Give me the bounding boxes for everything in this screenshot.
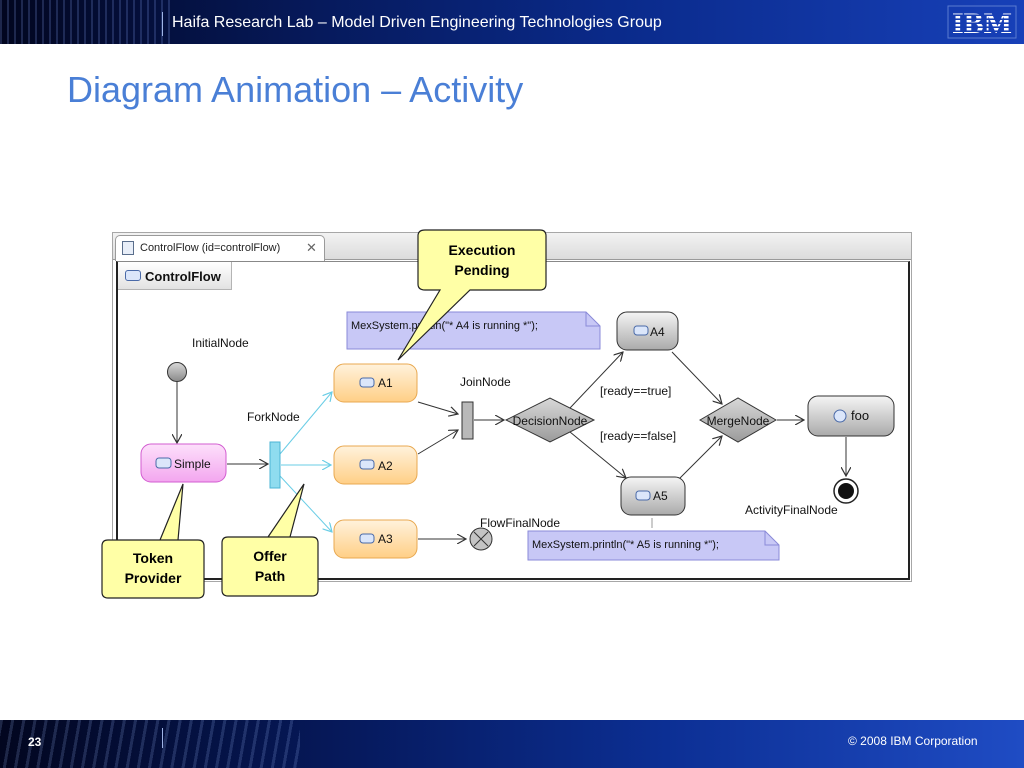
action-a1-label: A1	[378, 376, 393, 390]
note-a4[interactable]: MexSystem.println("* A4 is running *");	[346, 311, 601, 350]
editor-tab[interactable]: ControlFlow (id=controlFlow) ✕	[115, 235, 325, 261]
guard-true: [ready==true]	[600, 384, 671, 398]
ibm-logo: IBM	[947, 5, 1017, 40]
action-icon	[155, 457, 172, 469]
merge-node-label: MergeNode	[707, 414, 770, 428]
token-provider-line: Token Provider	[124, 550, 182, 586]
edge-a4-merge	[671, 351, 722, 404]
flow-final-node[interactable]	[469, 527, 493, 551]
action-simple-label: Simple	[174, 457, 211, 471]
callout-offer-path-text: Offer Path	[222, 546, 318, 586]
action-foo[interactable]: foo	[807, 395, 895, 437]
guard-false: [ready==false]	[600, 429, 676, 443]
action-a5[interactable]: A5	[620, 476, 686, 516]
ibm-logo-text: IBM	[952, 7, 1012, 40]
fork-node[interactable]	[269, 441, 281, 489]
action-a5-label: A5	[653, 489, 668, 503]
action-foo-label: foo	[851, 408, 869, 423]
callout-execution-pending-text: Execution Pending	[418, 240, 546, 280]
decision-node[interactable]: DecisionNode	[504, 397, 596, 443]
join-node[interactable]	[461, 401, 474, 440]
action-icon	[359, 459, 375, 470]
fork-node-label: ForkNode	[247, 410, 300, 424]
note-a4-text: MexSystem.println("* A4 is running *");	[351, 320, 538, 332]
action-icon	[359, 533, 375, 544]
edge-a5-merge	[679, 436, 722, 479]
merge-node[interactable]: MergeNode	[699, 397, 777, 443]
diagram-header[interactable]: ControlFlow	[118, 262, 232, 290]
offer-edge-a1	[279, 392, 332, 455]
callout-execution-pending	[397, 229, 547, 361]
initial-node-label: InitialNode	[192, 336, 249, 350]
action-a2[interactable]: A2	[333, 445, 418, 485]
execution-pending-line: Execution Pending	[448, 242, 516, 278]
footer-decoration	[0, 720, 300, 768]
action-simple[interactable]: Simple	[140, 443, 227, 483]
action-icon	[635, 490, 651, 501]
callout-offer-path	[221, 483, 319, 597]
callout-token-provider	[101, 483, 205, 599]
note-a5[interactable]: MexSystem.println("* A5 is running *");	[527, 530, 780, 561]
offer-path-line: Offer Path	[253, 548, 287, 584]
diagram-file-icon	[122, 241, 134, 255]
activity-icon	[125, 270, 141, 281]
note-a5-text: MexSystem.println("* A5 is running *");	[532, 539, 719, 551]
edge-a1-join	[417, 401, 458, 414]
action-a1[interactable]: A1	[333, 363, 418, 403]
diagram-label: ControlFlow	[145, 269, 221, 284]
close-icon[interactable]: ✕	[306, 240, 317, 255]
action-a4[interactable]: A4	[616, 311, 679, 351]
callout-token-provider-text: Token Provider	[102, 548, 204, 588]
lab-title: Haifa Research Lab – Model Driven Engine…	[172, 14, 662, 31]
activity-final-node[interactable]	[833, 478, 859, 504]
call-behavior-icon	[833, 409, 847, 423]
footer-band: 23 © 2008 IBM Corporation	[0, 720, 1024, 768]
header-band: Haifa Research Lab – Model Driven Engine…	[0, 0, 1024, 44]
slide-title: Diagram Animation – Activity	[67, 69, 524, 110]
join-node-label: JoinNode	[460, 375, 511, 389]
edge-decision-a4	[569, 352, 623, 409]
edge-decision-a5	[569, 431, 626, 478]
offer-edge-a3	[279, 475, 332, 532]
action-icon	[359, 377, 375, 388]
action-a3[interactable]: A3	[333, 519, 418, 559]
action-a2-label: A2	[378, 459, 393, 473]
action-a4-label: A4	[650, 325, 665, 339]
activity-final-label: ActivityFinalNode	[745, 503, 838, 517]
flow-final-label: FlowFinalNode	[480, 516, 560, 530]
footer-separator	[162, 728, 163, 748]
copyright: © 2008 IBM Corporation	[848, 734, 978, 748]
header-decoration	[0, 0, 170, 44]
action-a3-label: A3	[378, 532, 393, 546]
page-number: 23	[28, 735, 42, 749]
edge-a2-join	[417, 430, 458, 455]
action-icon	[633, 325, 649, 336]
editor-tab-label: ControlFlow (id=controlFlow)	[140, 242, 281, 254]
initial-node[interactable]	[167, 362, 187, 382]
decision-node-label: DecisionNode	[513, 414, 588, 428]
header-separator	[162, 12, 163, 36]
